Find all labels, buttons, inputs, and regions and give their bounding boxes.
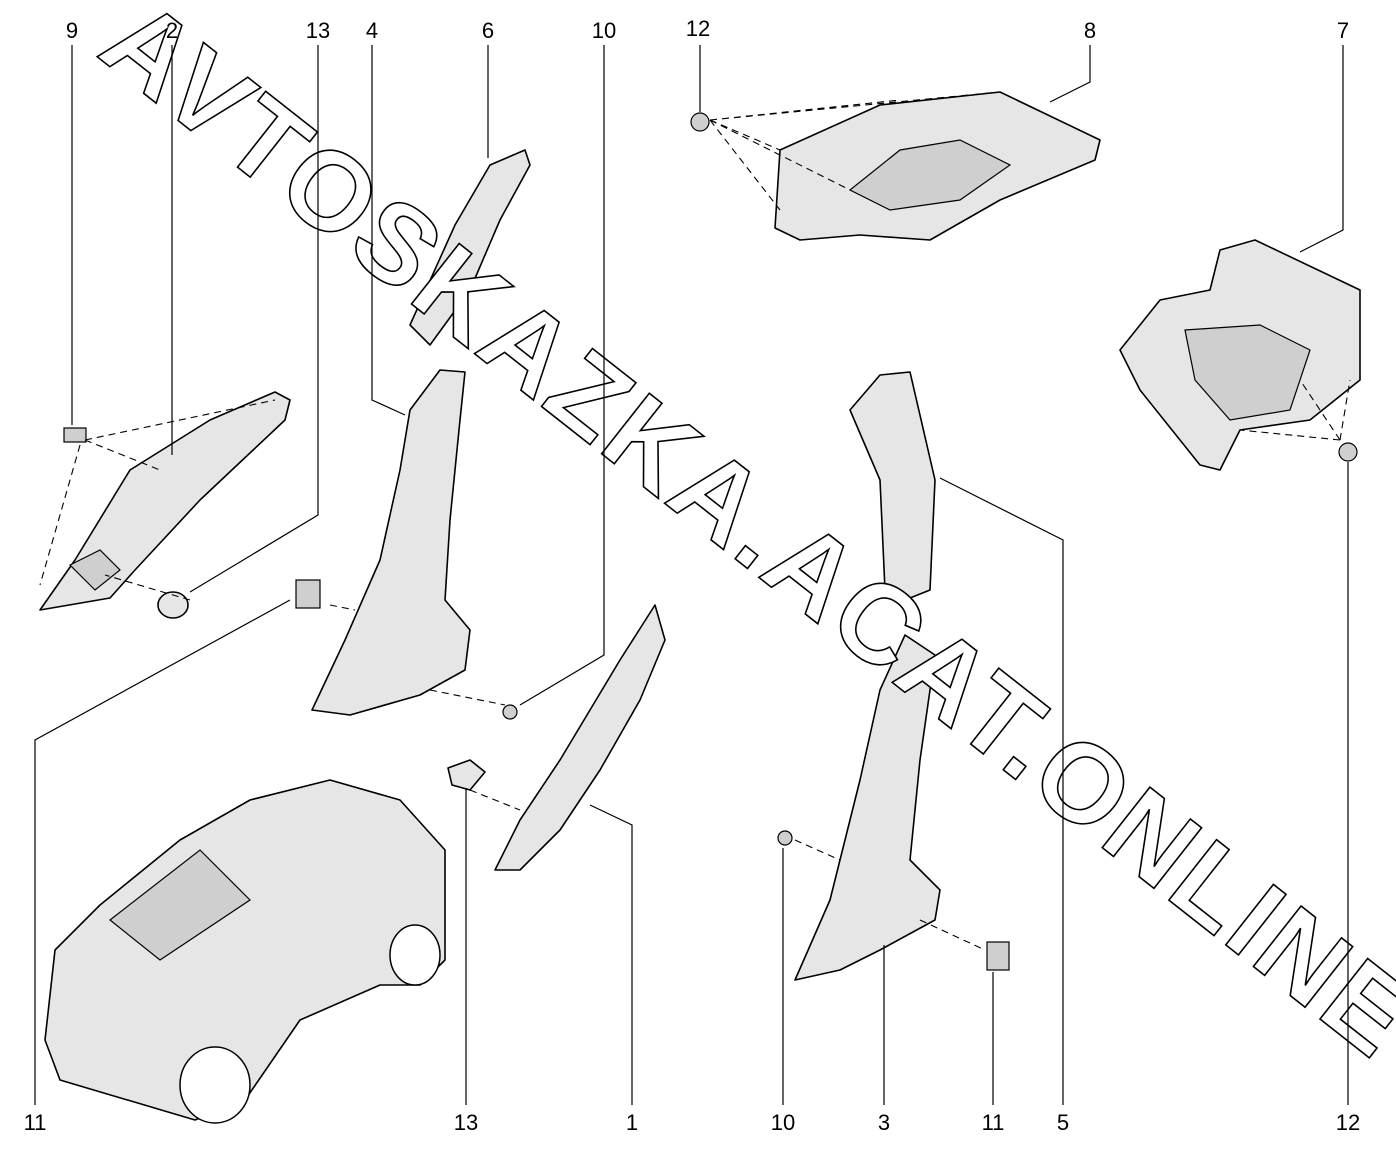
- callout-10: 10: [592, 18, 616, 43]
- part-5-c-pillar-upper: [849, 371, 936, 601]
- top-callouts: 9 2 13 4 6 10 12 8 7: [66, 16, 1349, 43]
- part-8-rear-shelf-trim: [774, 91, 1101, 241]
- callout-2: 2: [166, 18, 178, 43]
- vehicle-locator-illustration: [44, 779, 446, 1124]
- assembly-dashed-lines: [39, 91, 1351, 951]
- callout-1: 1: [626, 1110, 638, 1135]
- part-2-a-pillar-trim: [39, 391, 291, 611]
- callout-12: 12: [686, 16, 710, 41]
- part-13-plug: [157, 591, 189, 619]
- part-11-clip: [295, 579, 1010, 971]
- leader-lines: [34, 45, 1349, 1105]
- callout-13: 13: [306, 18, 330, 43]
- callout-3: 3: [878, 1110, 890, 1135]
- callout-11: 11: [24, 1110, 47, 1135]
- callout-10: 10: [771, 1110, 795, 1135]
- part-6-upper-trim: [409, 149, 531, 346]
- callout-7: 7: [1337, 18, 1349, 43]
- part-4-b-pillar-lower: [311, 369, 471, 716]
- callout-13: 13: [454, 1110, 478, 1135]
- part-1-pillar-trim: [494, 604, 666, 871]
- part-3-c-pillar-lower: [794, 634, 941, 981]
- callout-12: 12: [1336, 1110, 1360, 1135]
- callout-8: 8: [1084, 18, 1096, 43]
- callout-5: 5: [1057, 1110, 1069, 1135]
- part-10-screw: [502, 704, 793, 846]
- callout-4: 4: [366, 18, 378, 43]
- part-12-fastener: [690, 112, 1358, 462]
- part-13-clip-lower: [447, 759, 486, 791]
- callout-9: 9: [66, 18, 78, 43]
- bottom-callouts: 11 13 1 10 3 11 5 12: [24, 1110, 1361, 1135]
- callout-11: 11: [982, 1110, 1005, 1135]
- callout-6: 6: [482, 18, 494, 43]
- part-9-clip: [63, 427, 87, 443]
- part-7-luggage-side-trim: [1119, 239, 1361, 471]
